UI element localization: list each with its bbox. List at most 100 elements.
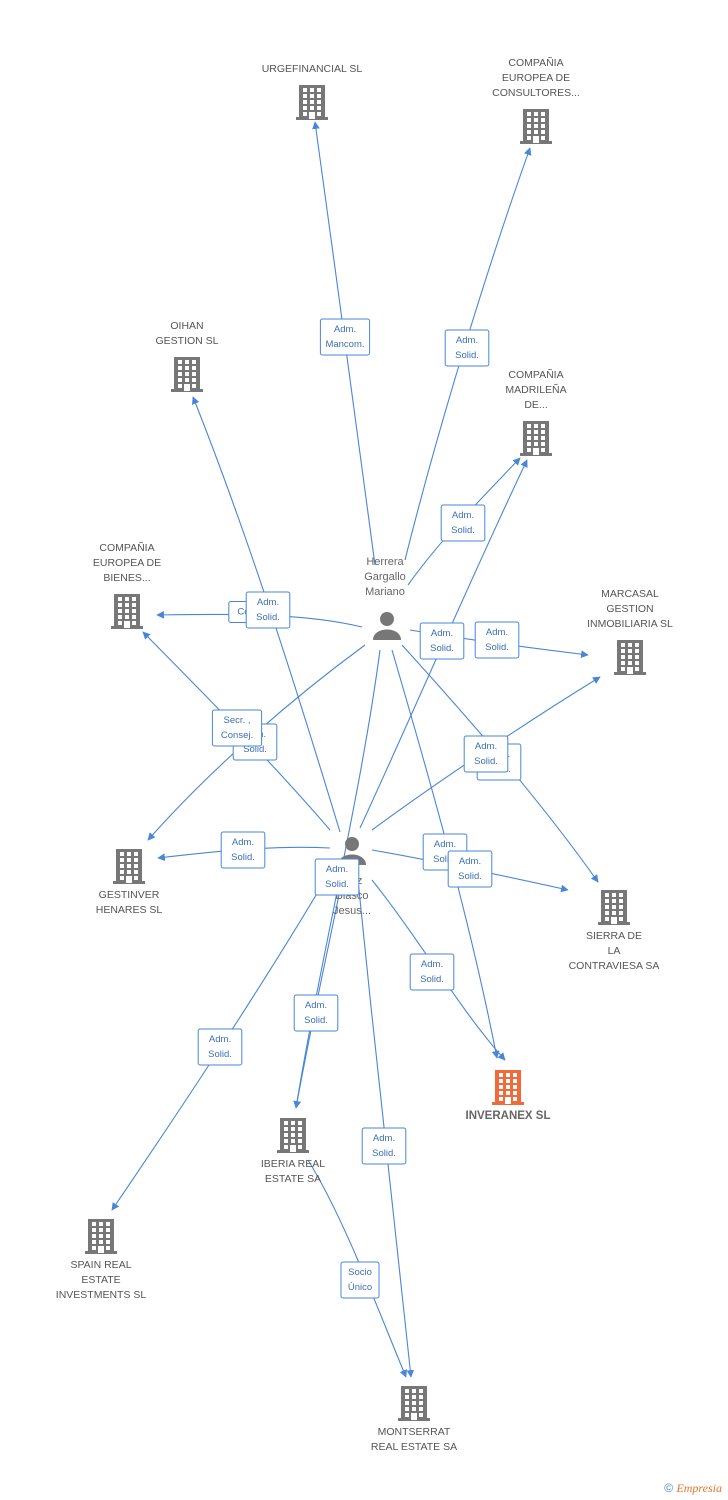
edge-p2-to-iberia bbox=[293, 879, 343, 1109]
company-label: CONTRAVIESA SA bbox=[569, 960, 660, 972]
building-icon bbox=[598, 890, 630, 925]
company-label: IBERIA REAL bbox=[261, 1158, 325, 1170]
company-label: EUROPEA DE bbox=[93, 557, 161, 569]
edge-label-box bbox=[220, 831, 266, 869]
edge-label-box bbox=[361, 1127, 407, 1165]
company-label: REAL ESTATE SA bbox=[371, 1441, 457, 1453]
edge-label-text: Único bbox=[348, 1282, 372, 1293]
edge-role-label[interactable]: Adm.Solid. bbox=[361, 1127, 407, 1165]
edge-label-box bbox=[197, 1028, 243, 1066]
copyright-symbol: © bbox=[664, 1481, 674, 1495]
company-label: COMPAÑIA bbox=[508, 56, 563, 69]
edge-label-box bbox=[447, 850, 493, 888]
company-node-iberia[interactable]: IBERIA REAL ESTATE SA bbox=[261, 1118, 325, 1185]
edge-label-text: Solid. bbox=[256, 612, 280, 623]
edge-label-text: Solid. bbox=[458, 871, 482, 882]
edge-role-label[interactable]: Adm.Solid. bbox=[409, 953, 455, 991]
edge-role-label[interactable]: Adm.Solid. bbox=[293, 994, 339, 1032]
edge-role-label[interactable]: Adm. Solid. bbox=[440, 504, 486, 542]
company-label: COMPAÑIA bbox=[99, 541, 154, 554]
edge-label-text: Adm. bbox=[209, 1034, 231, 1045]
company-label: EUROPEA DE bbox=[502, 72, 570, 84]
edge-role-label[interactable]: Adm. Solid. bbox=[220, 831, 266, 869]
edge-label-text: Solid. bbox=[231, 852, 255, 863]
edge-label-text: Solid. bbox=[451, 525, 475, 536]
edge-label-text: Adm. bbox=[257, 597, 279, 608]
footer-brand: © Empresia bbox=[664, 1481, 722, 1496]
building-icon bbox=[614, 640, 646, 675]
edge-label-text: Adm. bbox=[452, 510, 474, 521]
person-label: Jesus... bbox=[333, 905, 371, 917]
company-label: MADRILEÑA bbox=[505, 383, 566, 396]
edge-label-text: Solid. bbox=[433, 854, 457, 865]
company-label: URGEFINANCIAL SL bbox=[262, 63, 363, 75]
edge-label-box bbox=[474, 621, 520, 659]
building-icon bbox=[113, 849, 145, 884]
edge-role-label[interactable]: Adm.Solid. bbox=[419, 622, 465, 660]
company-node-comp_madrilena[interactable]: COMPAÑIAMADRILEÑADE... bbox=[505, 368, 567, 456]
edge-label-text: Solid. bbox=[474, 756, 498, 767]
building-icon bbox=[111, 594, 143, 629]
person-label: Mariano bbox=[365, 586, 405, 598]
edge-label-box bbox=[211, 709, 263, 747]
edge-label-text: Adm. bbox=[456, 335, 478, 346]
edge-label-text: Solid. bbox=[304, 1015, 328, 1026]
building-icon bbox=[520, 109, 552, 144]
edge-label-text: Adm. bbox=[232, 837, 254, 848]
edge-role-label[interactable]: Secr. , Consej. bbox=[211, 709, 263, 747]
edge-label-text: Solid. bbox=[243, 744, 267, 755]
company-node-inveranex[interactable]: INVERANEX SL bbox=[466, 1070, 551, 1122]
edge-label-text: Adm. bbox=[475, 741, 497, 752]
edge-label-text: Solid. bbox=[208, 1049, 232, 1060]
edge-label-text: Socio bbox=[348, 1267, 372, 1278]
company-label: INVESTMENTS SL bbox=[56, 1289, 147, 1301]
company-label: GESTINVER bbox=[99, 889, 160, 901]
edge-label-box bbox=[293, 994, 339, 1032]
edge-role-label[interactable]: Adm. Solid. bbox=[197, 1028, 243, 1066]
edge-role-label[interactable]: Adm. Solid. bbox=[444, 329, 490, 367]
edge-label-text: Secr. , bbox=[224, 715, 251, 726]
edge-label-text: Consej. bbox=[221, 730, 253, 741]
edge-label-text: Solid. bbox=[485, 642, 509, 653]
company-label: ESTATE SA bbox=[265, 1173, 321, 1185]
edge-role-label[interactable]: Adm. Solid. bbox=[463, 735, 509, 773]
edge-label-box bbox=[419, 622, 465, 660]
edges-layer bbox=[111, 121, 601, 1378]
edge-label-box bbox=[319, 318, 371, 356]
edge-label-text: Adm. bbox=[459, 856, 481, 867]
edge-label-box bbox=[314, 858, 360, 896]
edge-labels-layer: Adm.Mancom.Adm.Solid.Adm.Solid.Consejero… bbox=[197, 318, 522, 1299]
edge-label-box bbox=[340, 1261, 380, 1299]
company-node-urgefinancial[interactable]: URGEFINANCIAL SL bbox=[262, 63, 363, 120]
edge-role-label[interactable]: Adm.Solid. bbox=[474, 621, 520, 659]
brand-name[interactable]: Empresia bbox=[676, 1481, 722, 1495]
edge-label-text: Adm. bbox=[434, 839, 456, 850]
building-icon bbox=[520, 421, 552, 456]
building-icon bbox=[398, 1386, 430, 1421]
edge-label-text: Solid. bbox=[325, 879, 349, 890]
company-label: ESTATE bbox=[81, 1274, 120, 1286]
edge-role-label[interactable]: Adm.Mancom. bbox=[319, 318, 371, 356]
company-label: GESTION bbox=[606, 603, 653, 615]
edge-label-box bbox=[245, 591, 291, 629]
edge-label-text: Adm. bbox=[334, 324, 356, 335]
edge-label-box bbox=[409, 953, 455, 991]
building-icon bbox=[171, 357, 203, 392]
edge-role-label[interactable]: Adm. Solid. bbox=[447, 850, 493, 888]
edge-label-text: Adm. bbox=[373, 1133, 395, 1144]
building-icon bbox=[296, 85, 328, 120]
edge-role-label[interactable]: Adm.Solid. bbox=[314, 858, 360, 896]
edge-label-text: Solid. bbox=[455, 350, 479, 361]
person-label: Herrera bbox=[366, 556, 404, 568]
edge-role-label[interactable]: Adm. Solid. bbox=[245, 591, 291, 629]
